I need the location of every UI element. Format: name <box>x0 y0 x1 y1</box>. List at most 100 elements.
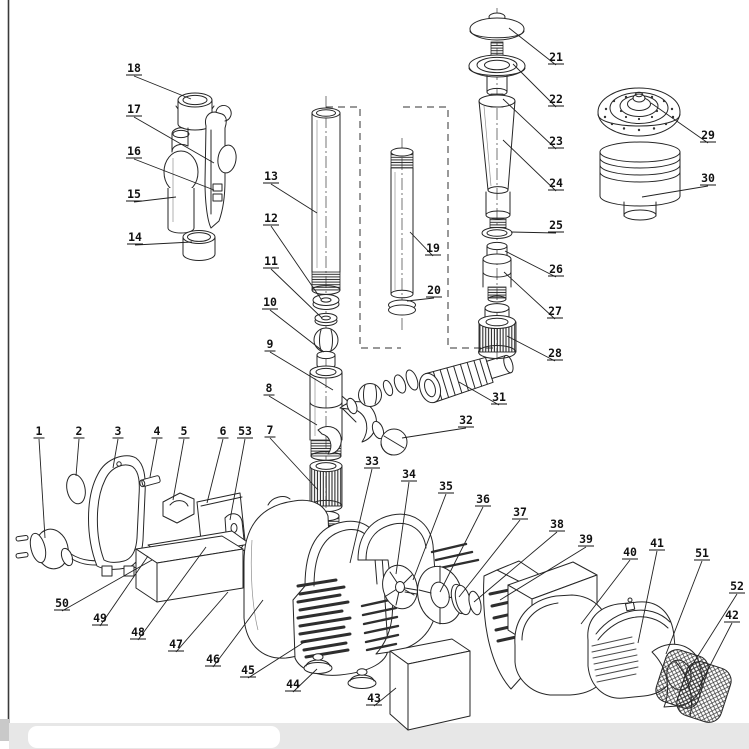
part-44-suction-cups <box>303 653 377 689</box>
part-label-25: 25 <box>510 218 564 234</box>
part-label-14: 14 <box>127 230 193 246</box>
part-number: 34 <box>402 467 416 481</box>
part-35-impeller <box>382 564 418 610</box>
leader-line <box>395 481 410 575</box>
part-label-39: 39 <box>499 532 594 601</box>
leader-line <box>134 241 193 246</box>
part-label-53: 53 <box>229 424 253 521</box>
part-label-26: 26 <box>504 250 564 278</box>
leader-line <box>506 335 556 362</box>
part-label-44: 44 <box>285 668 318 693</box>
part-15-valve-body <box>163 127 199 234</box>
leader-line <box>99 555 149 627</box>
part-49-ballast-box <box>135 535 244 603</box>
part-label-51: 51 <box>665 546 710 655</box>
leader-line <box>133 75 192 100</box>
part-number: 17 <box>127 102 141 116</box>
part-number: 1 <box>36 424 43 438</box>
part-label-46: 46 <box>205 599 264 668</box>
leader-line <box>641 185 709 198</box>
part-number: 14 <box>128 230 142 244</box>
leader-line <box>637 550 658 644</box>
part-number: 47 <box>169 637 183 651</box>
leader-line <box>112 438 119 469</box>
part-label-23: 23 <box>502 98 564 150</box>
leader-line <box>502 98 557 150</box>
leader-line <box>409 231 434 257</box>
part-5-bracket <box>162 492 195 524</box>
footer-left-chip <box>0 719 9 741</box>
part-label-6: 6 <box>206 424 229 504</box>
part-2-gasket-oval <box>66 473 86 505</box>
part-number: 53 <box>238 424 252 438</box>
leader-line <box>580 559 631 625</box>
part-number: 2 <box>76 424 83 438</box>
part-number: 39 <box>579 532 593 546</box>
part-number: 42 <box>725 608 739 622</box>
leader-line <box>172 438 185 501</box>
part-label-41: 41 <box>637 536 665 644</box>
leader-line <box>292 668 318 693</box>
leader-line <box>412 493 447 581</box>
part-label-34: 34 <box>395 467 417 575</box>
branch-rings-and-ball <box>346 369 419 415</box>
dashed-connection-paths <box>326 106 496 349</box>
part-label-30: 30 <box>641 171 716 198</box>
part-label-36: 36 <box>439 492 491 593</box>
part-label-12: 12 <box>263 211 322 300</box>
part-label-24: 24 <box>502 139 564 192</box>
part-number: 51 <box>695 546 709 560</box>
part-number: 41 <box>650 536 664 550</box>
part-42-strainer-cage <box>655 649 732 723</box>
part-number: 9 <box>267 337 274 351</box>
leader-line <box>270 268 323 319</box>
part-label-42: 42 <box>698 608 740 688</box>
part-label-31: 31 <box>458 381 507 406</box>
part-number: 31 <box>492 390 506 404</box>
part-label-19: 19 <box>409 231 441 257</box>
part-13-riser-tube <box>311 107 341 295</box>
part-label-32: 32 <box>401 413 474 439</box>
leader-line <box>406 297 435 302</box>
part-number: 49 <box>93 611 107 625</box>
part-label-11: 11 <box>263 254 323 319</box>
part-number: 37 <box>513 505 527 519</box>
part-label-43: 43 <box>366 687 397 707</box>
part-number: 3 <box>115 424 122 438</box>
part-24-cone-tube <box>478 94 516 229</box>
part-37-seal-ring <box>450 583 472 616</box>
leader-line <box>247 640 307 679</box>
part-label-37: 37 <box>458 505 528 598</box>
leader-line <box>75 438 80 477</box>
part-number: 28 <box>548 346 562 360</box>
part-7-knurled-nut <box>309 459 343 513</box>
part-label-3: 3 <box>112 424 124 469</box>
part-51-clamp-band <box>595 597 671 641</box>
part-label-47: 47 <box>168 591 229 653</box>
part-label-17: 17 <box>126 102 215 164</box>
part-label-40: 40 <box>580 545 638 625</box>
part-18-cap-cup <box>175 92 215 131</box>
leader-line <box>137 546 207 641</box>
part-label-8: 8 <box>263 381 318 426</box>
part-number: 24 <box>549 176 563 190</box>
part-36-spoked-cover <box>417 565 463 625</box>
part-label-22: 22 <box>512 63 564 108</box>
part-25-o-ring <box>481 227 513 239</box>
part-22-flange-disc <box>468 54 526 97</box>
leader-line <box>270 183 318 214</box>
part-3-cover-frame <box>88 455 146 577</box>
part-16-clamp-hook <box>212 144 237 202</box>
pump-vent-slots <box>296 578 352 659</box>
part-label-28: 28 <box>506 335 563 362</box>
part-number: 13 <box>264 169 278 183</box>
part-31-hose-barb <box>418 354 514 404</box>
leader-line <box>458 519 521 598</box>
part-43-mount-block <box>389 638 471 731</box>
leader-line <box>229 438 246 521</box>
part-label-52: 52 <box>683 579 745 679</box>
part-number: 45 <box>241 663 255 677</box>
part-number: 7 <box>267 423 274 437</box>
leader-line <box>133 116 215 164</box>
leader-line <box>349 468 373 564</box>
